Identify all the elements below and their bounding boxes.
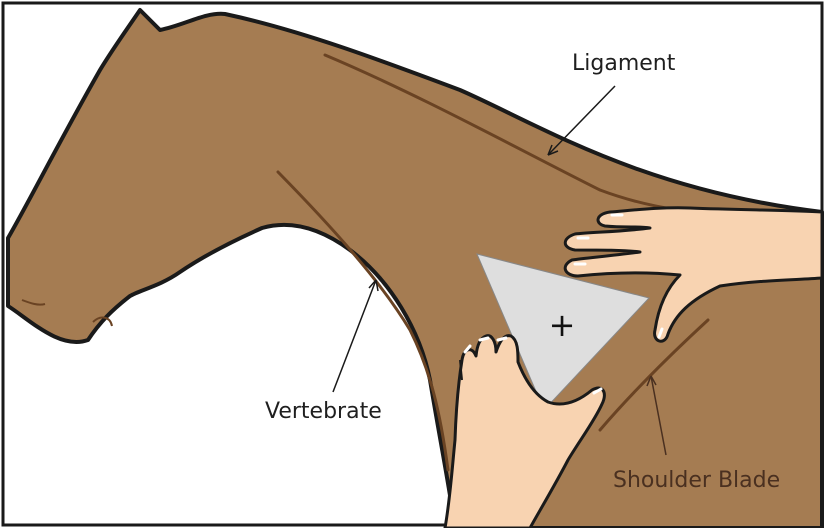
vertebrate-arrow [333,280,378,392]
shoulder-blade-label: Shoulder Blade [613,468,780,493]
ligament-arrow [548,86,615,155]
vertebrate-label: Vertebrate [265,399,382,424]
triangle-center-marker: + [549,306,576,344]
ligament-label: Ligament [572,51,676,76]
